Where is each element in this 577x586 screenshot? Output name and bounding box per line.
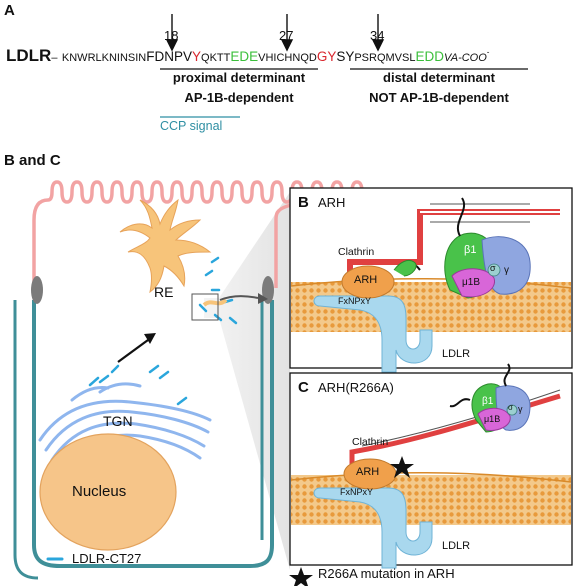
panel-c-beta1-label: β1: [482, 396, 494, 407]
panel-b-clathrin-outline: [430, 203, 530, 223]
panel-b-ear: [393, 259, 417, 277]
arrow-27-head: [280, 39, 294, 52]
tgn-ldlr-ticks: [88, 364, 188, 406]
ldlr-sequence-row: LDLR– KNWRLKNINSINFDNPVYQKTTEDEVHICHNQDG…: [6, 46, 489, 66]
panel-c-ldlr: [313, 487, 433, 569]
tgn-label: TGN: [103, 413, 133, 429]
panel-b-ldlr-label: LDLR: [442, 348, 471, 360]
ccp-signal-label: CCP signal: [160, 119, 223, 133]
seq-fdnpv: FDNPV: [146, 49, 193, 64]
panel-c-gamma-label: γ: [518, 404, 523, 414]
arrow-34-head: [371, 39, 385, 52]
panel-c-ldlr-label: LDLR: [442, 540, 471, 552]
panel-b-clathrin-label: Clathrin: [338, 246, 375, 258]
seq-minus-charge: -: [486, 47, 490, 57]
panel-b-ldlr: [313, 295, 433, 373]
distal-determinant-label: distal determinant: [383, 70, 495, 85]
panel-b-membrane: [290, 277, 572, 332]
panel-b-arh: [341, 265, 395, 299]
seq-edd: EDD: [415, 49, 444, 64]
nucleus: [39, 433, 177, 551]
seq-ede: EDE: [230, 49, 259, 64]
basolateral-membrane: [32, 300, 274, 568]
left-neighbor-membrane: [13, 300, 39, 580]
panel-b-clathrin: [347, 209, 560, 280]
panel-bc-title: B and C: [4, 152, 61, 169]
apical-membrane: [32, 180, 367, 288]
panel-b-ap1-complex: [403, 197, 531, 299]
panel-b-mu1b-label: μ1B: [462, 277, 480, 288]
seq-qktt: QKTT: [201, 52, 231, 64]
panel-b-motif-label: FxNPxY: [338, 296, 372, 306]
panel-b-arh-label: ARH: [354, 274, 378, 286]
ldlr-protein-label: LDLR: [6, 46, 52, 65]
panel-c-title: ARH(R266A): [318, 380, 394, 395]
seq-psrqmvsl: PSRQMVSL: [354, 52, 416, 64]
panel-c-motif-label: FxNPxY: [340, 487, 374, 497]
re-to-membrane-arrow: [219, 294, 259, 301]
panel-b-title: ARH: [318, 195, 346, 210]
seq-gy34: GY: [316, 49, 337, 64]
seq-tyr18: Y: [192, 49, 202, 64]
panel-b-letter: B: [298, 194, 309, 211]
zoom-box: [191, 293, 219, 321]
seq-vhichn: VHICHN: [258, 52, 301, 64]
re-label: RE: [154, 284, 174, 300]
panel-c-sigma-label: σ: [508, 403, 513, 412]
panel-c-ap1-complex: [449, 363, 531, 433]
tight-junction-left: [31, 276, 43, 304]
position-34-label: 34: [370, 28, 385, 43]
position-arrows: [160, 14, 528, 118]
re-ldlr-ticks: [198, 256, 238, 325]
nucleus-label: Nucleus: [72, 483, 127, 500]
panel-b-sigma-label: σ: [490, 263, 496, 273]
panel-c-clathrin-label: Clathrin: [352, 436, 389, 448]
recycling-endosome: [119, 198, 212, 294]
panel-b-gamma-label: γ: [504, 265, 509, 276]
panel-c-letter: C: [298, 379, 309, 396]
seq-qd: QD: [300, 52, 317, 64]
panel-c-clathrin-outline: [361, 389, 561, 447]
proximal-ap1b-label: AP-1B-dependent: [184, 90, 294, 105]
footnote-star: [289, 567, 313, 586]
seq-prefix: KNWRLKNINSIN: [61, 52, 147, 64]
arrow-18-head: [165, 39, 179, 52]
panel-c-arh-label: ARH: [356, 466, 380, 478]
tight-junction-right: [262, 276, 274, 304]
panel-c-mutation-star: [390, 456, 414, 478]
position-18-label: 18: [164, 28, 179, 43]
position-27-label: 27: [279, 28, 294, 43]
panel-b-beta1-label: β1: [464, 244, 477, 256]
seq-sy: SY: [336, 49, 355, 64]
seq-dash: –: [51, 52, 58, 64]
footnote-text: R266A mutation in ARH: [318, 566, 455, 581]
panel-c-mu1b-label: μ1B: [484, 414, 501, 424]
seq-vacoo: VA-COO: [444, 52, 487, 64]
proximal-determinant-label: proximal determinant: [172, 70, 306, 85]
distal-ap1b-label: NOT AP-1B-dependent: [369, 90, 509, 105]
tgn-to-re-arrow: [117, 339, 149, 363]
tgn-cisternae: [38, 382, 212, 470]
legend-ldlr-label: LDLR-CT27: [72, 551, 142, 566]
panel-a-letter: A: [4, 2, 15, 19]
